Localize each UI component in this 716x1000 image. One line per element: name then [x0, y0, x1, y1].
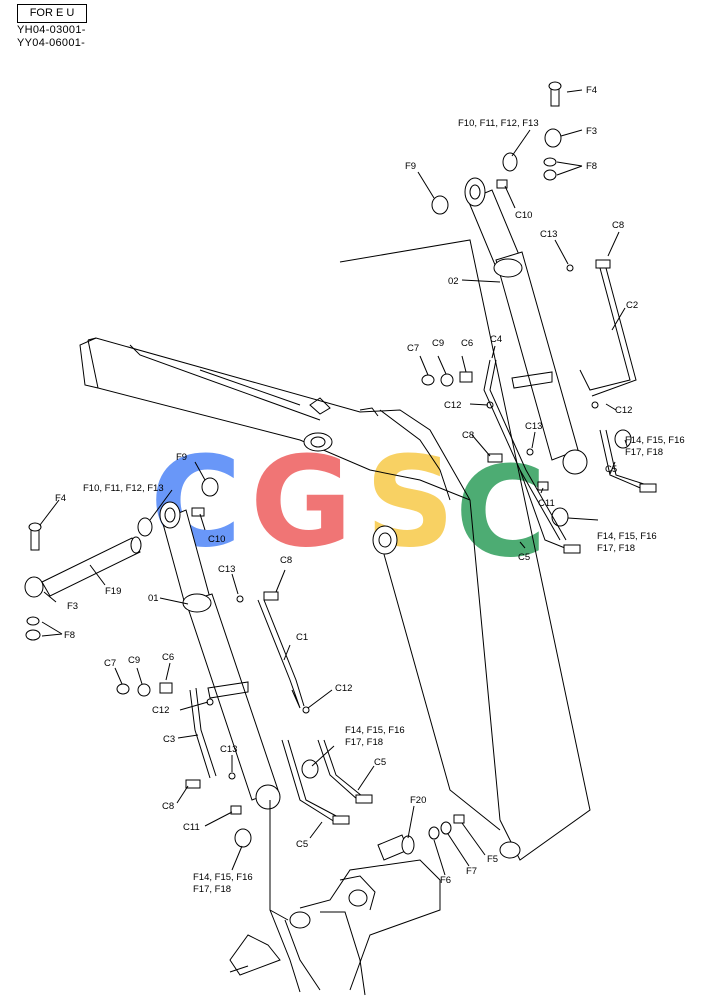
label-c5-left-a: C5 — [374, 757, 386, 768]
label-c12-top-a: C12 — [444, 400, 461, 411]
label-f20: F20 — [410, 795, 426, 806]
label-f5: F5 — [487, 854, 498, 865]
watermark-letter-s: S — [365, 430, 455, 575]
label-c5-left-b: C5 — [296, 839, 308, 850]
label-f7: F7 — [466, 866, 477, 877]
label-c12-left-a: C12 — [335, 683, 352, 694]
watermark: C G S C — [150, 430, 547, 585]
label-c10-top: C10 — [515, 210, 532, 221]
label-f8-left: F8 — [64, 630, 75, 641]
label-f14-group-b1: F14, F15, F16 — [597, 531, 657, 542]
label-f10-top: F10, F11, F12, F13 — [458, 118, 539, 129]
label-02: 02 — [448, 276, 459, 287]
part-labels: F4 F10, F11, F12, F13 F3 F8 F9 C10 C13 C… — [55, 85, 685, 895]
label-c8-mid: C8 — [462, 430, 474, 441]
label-f8-top: F8 — [586, 161, 597, 172]
label-c7-top: C7 — [407, 343, 419, 354]
lower-fasteners — [116, 591, 319, 848]
watermark-letter-c2: C — [455, 440, 547, 585]
label-f14-group-c1: F14, F15, F16 — [345, 725, 405, 736]
watermark-letter-g: G — [250, 430, 353, 575]
label-c8-left-b: C8 — [162, 801, 174, 812]
label-f4-left: F4 — [55, 493, 66, 504]
label-f14-group-d2: F17, F18 — [193, 884, 231, 895]
label-f3-left: F3 — [67, 601, 78, 612]
label-c13-mid: C13 — [525, 421, 542, 432]
boom-body — [79, 239, 591, 861]
label-c2: C2 — [626, 300, 638, 311]
label-01: 01 — [148, 593, 159, 604]
lower-leader-lines — [39, 461, 375, 921]
label-f14-group-c2: F17, F18 — [345, 737, 383, 748]
label-c13-left: C13 — [218, 564, 235, 575]
label-f3-top: F3 — [586, 126, 597, 137]
label-f9-left: F9 — [176, 452, 187, 463]
cylinder-02 — [464, 177, 588, 475]
label-f4-top: F4 — [586, 85, 597, 96]
pin-f20 — [377, 805, 486, 876]
label-c13-left-b: C13 — [220, 744, 237, 755]
label-c8-top: C8 — [612, 220, 624, 231]
label-f19: F19 — [105, 586, 121, 597]
label-f14-group-a1: F14, F15, F16 — [625, 435, 685, 446]
label-c9-left: C9 — [128, 655, 140, 666]
label-c10-left: C10 — [208, 534, 225, 545]
label-c5-top: C5 — [605, 464, 617, 475]
label-c1: C1 — [296, 632, 308, 643]
label-c7-left: C7 — [104, 658, 116, 669]
label-f14-group-a2: F17, F18 — [625, 447, 663, 458]
label-c5-mid: C5 — [518, 552, 530, 563]
cylinder-01 — [159, 501, 281, 810]
label-f6: F6 — [440, 875, 451, 886]
label-f9-top: F9 — [405, 161, 416, 172]
label-c11-left: C11 — [183, 822, 200, 833]
label-f10-left: F10, F11, F12, F13 — [83, 483, 164, 494]
bucket-linkage — [229, 859, 441, 996]
label-c4: C4 — [490, 334, 502, 345]
label-c6-left: C6 — [162, 652, 174, 663]
label-c12-left-b: C12 — [152, 705, 169, 716]
label-c12-top-b: C12 — [615, 405, 632, 416]
label-c6-top: C6 — [461, 338, 473, 349]
label-c3: C3 — [163, 734, 175, 745]
label-f14-group-d1: F14, F15, F16 — [193, 872, 253, 883]
label-c8-left-top: C8 — [280, 555, 292, 566]
upper-leader-lines — [417, 89, 628, 549]
label-c11-top: C11 — [538, 498, 555, 509]
label-c9-top: C9 — [432, 338, 444, 349]
upper-fasteners — [421, 81, 632, 527]
model-label-box: FOR E U — [17, 4, 87, 23]
serial-range-1: YH04-03001- — [17, 24, 86, 36]
serial-range-2: YY04-06001- — [17, 37, 86, 49]
label-c13-top: C13 — [540, 229, 557, 240]
label-f14-group-b2: F17, F18 — [597, 543, 635, 554]
